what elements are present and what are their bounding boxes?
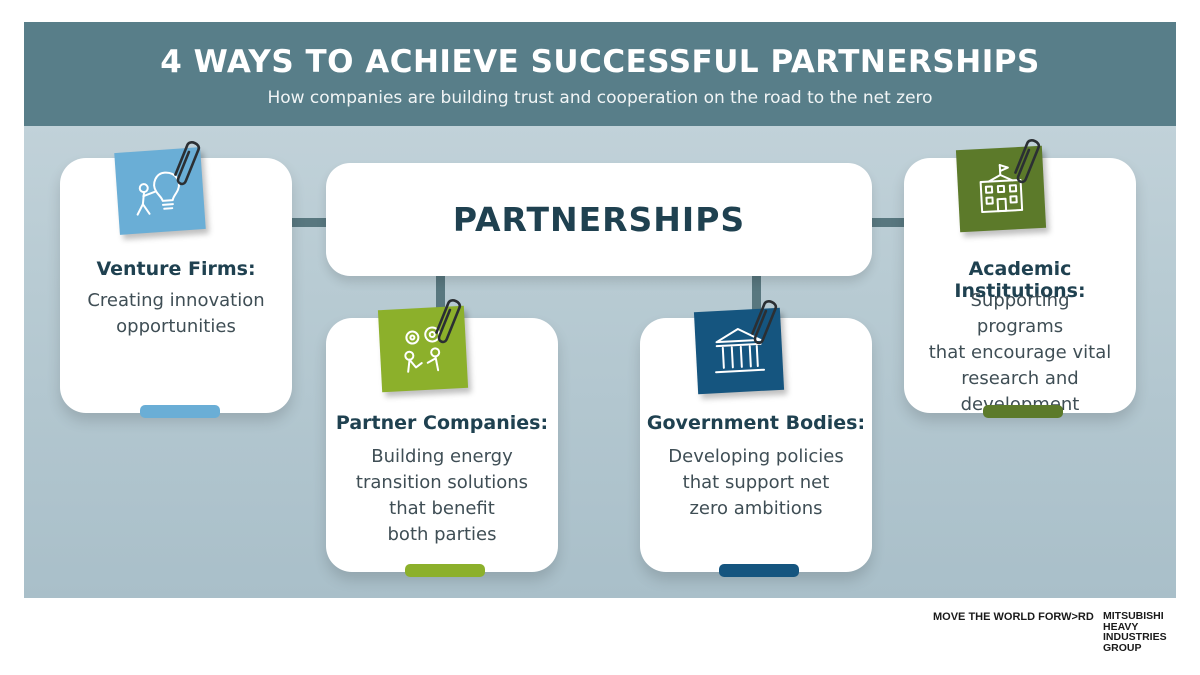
card-accent-bar bbox=[405, 564, 485, 577]
card-title: Government Bodies: bbox=[646, 412, 866, 434]
card-accent-bar bbox=[983, 405, 1063, 418]
card-title: Academic Institutions: bbox=[954, 258, 1086, 302]
paperclip-icon bbox=[751, 300, 778, 345]
connector-partner bbox=[436, 274, 445, 318]
school-building-icon bbox=[979, 164, 1024, 214]
note-partner-companies bbox=[377, 305, 469, 393]
hub-label: PARTNERSHIPS bbox=[452, 200, 746, 239]
card-title: Partner Companies: bbox=[335, 412, 549, 434]
infographic-panel: 4 WAYS TO ACHIEVE SUCCESSFUL PARTNERSHIP… bbox=[24, 22, 1176, 598]
paperclip-icon bbox=[435, 299, 462, 344]
paperclip-icon bbox=[1014, 139, 1041, 184]
brand-line: MITSUBISHI bbox=[1103, 610, 1164, 622]
government-building-icon bbox=[715, 328, 766, 374]
brand-line: INDUSTRIES bbox=[1103, 631, 1167, 643]
connector-government bbox=[752, 274, 761, 318]
card-title: Venture Firms: bbox=[96, 258, 256, 280]
page-title: 4 WAYS TO ACHIEVE SUCCESSFUL PARTNERSHIP… bbox=[160, 44, 1040, 80]
card-description: Building energy transition solutions tha… bbox=[355, 446, 529, 545]
brand-logo: MITSUBISHI HEAVY INDUSTRIES GROUP bbox=[1103, 611, 1183, 653]
gears-people-icon bbox=[404, 326, 441, 373]
note-academic-institutions bbox=[955, 145, 1047, 233]
card-accent-bar bbox=[719, 564, 799, 577]
paperclip-icon bbox=[174, 141, 201, 186]
header-banner: 4 WAYS TO ACHIEVE SUCCESSFUL PARTNERSHIP… bbox=[24, 22, 1176, 126]
card-description: Developing policies that support net zer… bbox=[668, 446, 844, 519]
card-academic-institutions: Academic Institutions: Supporting progra… bbox=[904, 158, 1136, 415]
card-accent-bar bbox=[140, 405, 220, 418]
page-subtitle: How companies are building trust and coo… bbox=[267, 88, 933, 108]
connector-left bbox=[292, 218, 328, 227]
card-description: Supporting programs that encourage vital… bbox=[928, 290, 1112, 415]
brand-line: GROUP bbox=[1103, 641, 1142, 654]
card-description: Creating innovation opportunities bbox=[87, 290, 265, 337]
partnerships-hub: PARTNERSHIPS bbox=[326, 163, 872, 276]
note-government-bodies bbox=[693, 307, 785, 395]
connector-right bbox=[870, 218, 906, 227]
brand-line: HEAVY bbox=[1103, 620, 1139, 633]
footer-tagline: MOVE THE WORLD FORW>RD bbox=[933, 611, 1094, 623]
